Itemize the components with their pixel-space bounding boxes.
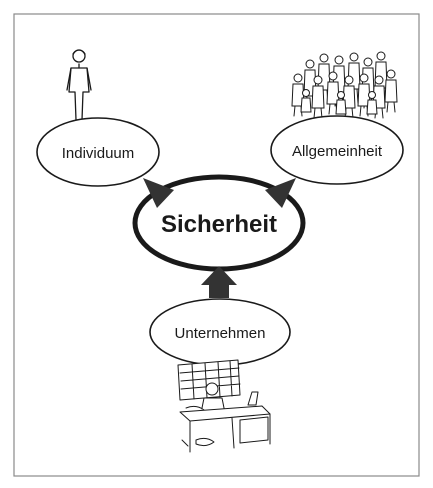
individuum-label: Individuum [62, 145, 135, 162]
individuum-ellipse [36, 117, 160, 187]
sicherheit-label: Sicherheit [161, 211, 277, 238]
allgemeinheit-label: Allgemeinheit [292, 143, 383, 160]
unternehmen-label: Unternehmen [175, 325, 266, 342]
allgemeinheit-ellipse [270, 115, 404, 185]
arrow-from-allgemeinheit [265, 178, 296, 208]
person-icon [66, 49, 92, 125]
diagram-frame [13, 13, 420, 477]
arrow-from-unternehmen [201, 266, 237, 285]
office-worker-icon [177, 359, 271, 453]
crowd-icon [291, 51, 398, 119]
arrow-stem-unternehmen [209, 284, 229, 298]
arrow-from-individuum [143, 178, 174, 208]
